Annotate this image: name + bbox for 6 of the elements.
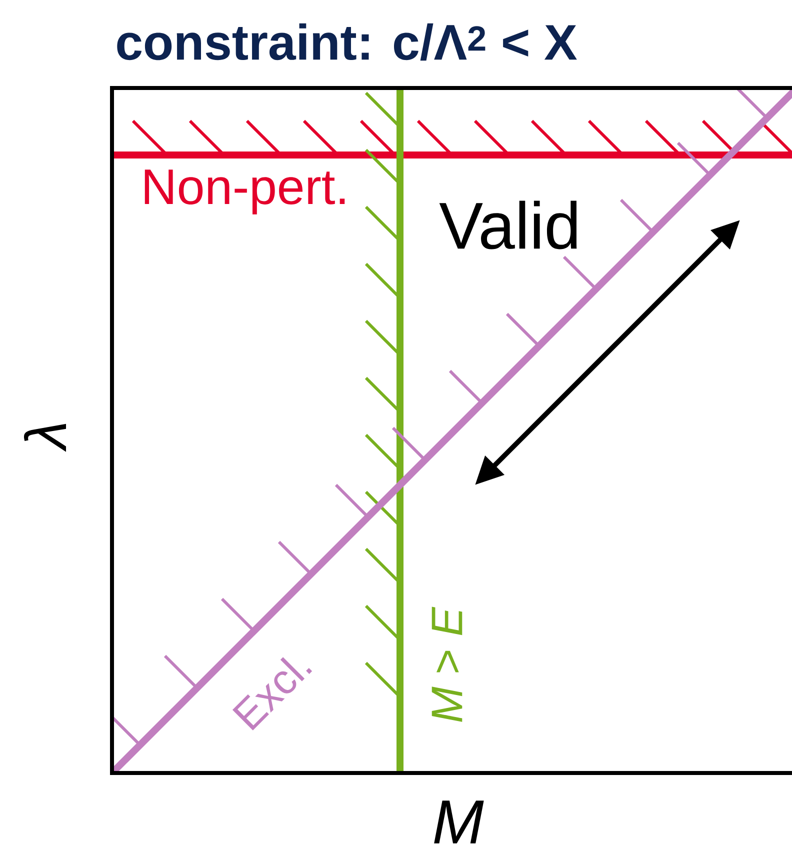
region-label: Valid (439, 200, 577, 250)
title: constraint: c/Λ$^{2}$ < X (117, 23, 577, 61)
axis-label: M (434, 800, 484, 844)
region-label: Non-pert. (144, 170, 345, 214)
line-label: M > E (432, 606, 462, 722)
axis-label: λ (24, 424, 66, 452)
